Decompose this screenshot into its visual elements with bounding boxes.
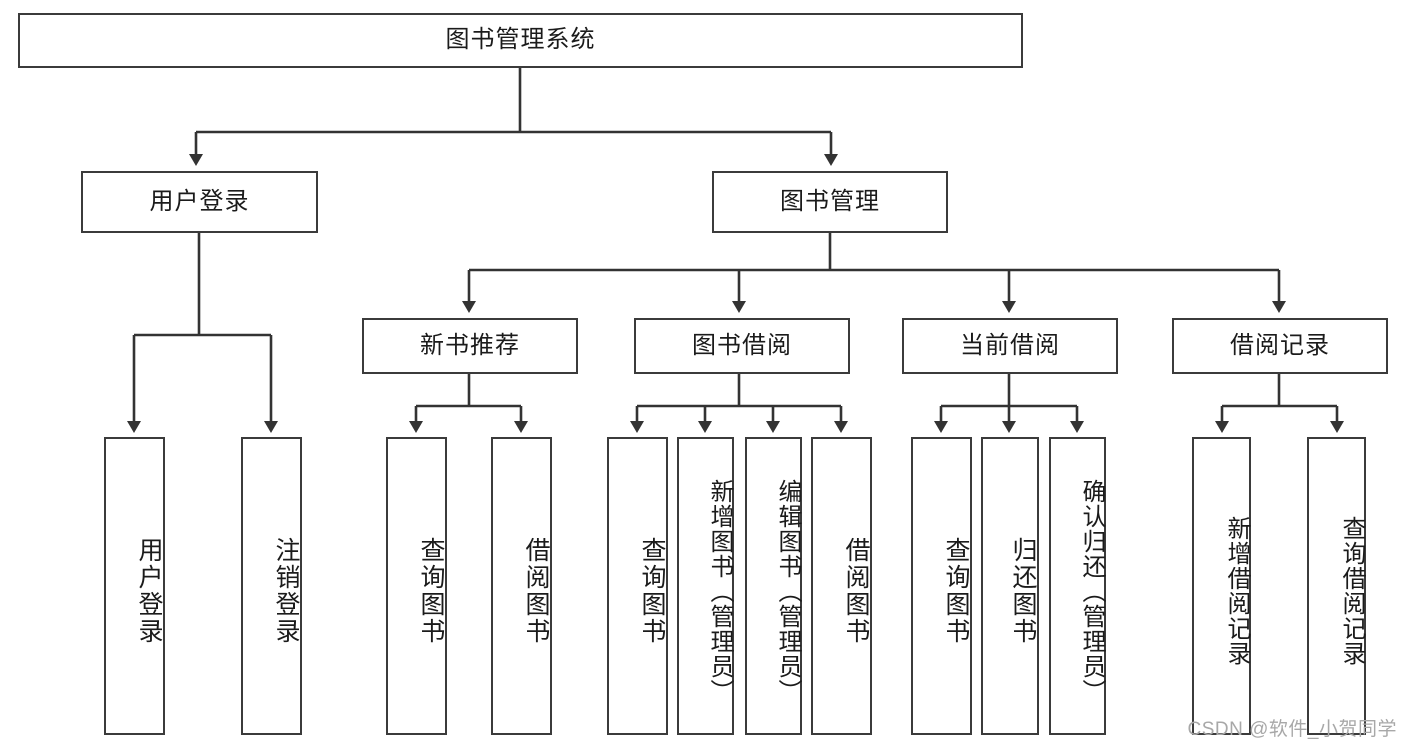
node-leaf-borrow-book-1-label: 借阅图书: [522, 537, 550, 645]
node-root[interactable]: 图书管理系统: [18, 13, 1023, 68]
node-leaf-add-book-admin-label: 新增图书（管理员）: [706, 478, 733, 704]
node-book-manage-label: 图书管理: [780, 187, 880, 215]
node-new-book-recommend[interactable]: 新书推荐: [362, 318, 578, 374]
node-root-label: 图书管理系统: [445, 26, 596, 54]
watermark: CSDN @软件_小贺同学: [1187, 719, 1397, 740]
node-leaf-add-book-admin[interactable]: 新增图书（管理员）: [677, 437, 734, 735]
node-leaf-add-borrow-record[interactable]: 新增借阅记录: [1192, 437, 1251, 735]
node-leaf-edit-book-admin-label: 编辑图书（管理员）: [774, 478, 801, 704]
node-leaf-logout-login-label: 注销登录: [272, 537, 300, 645]
node-new-book-recommend-label: 新书推荐: [420, 331, 520, 359]
node-user-login[interactable]: 用户登录: [81, 171, 318, 233]
node-book-borrow-label: 图书借阅: [692, 331, 792, 359]
node-leaf-query-book-3-label: 查询图书: [942, 537, 970, 645]
node-user-login-label: 用户登录: [149, 187, 250, 215]
node-borrow-record-label: 借阅记录: [1230, 331, 1330, 359]
node-leaf-return-book[interactable]: 归还图书: [981, 437, 1039, 735]
node-leaf-return-book-label: 归还图书: [1009, 537, 1037, 645]
node-leaf-borrow-book-2-label: 借阅图书: [842, 537, 870, 645]
node-leaf-query-book-2-label: 查询图书: [638, 537, 666, 645]
node-leaf-query-book-1-label: 查询图书: [417, 537, 445, 645]
node-leaf-query-book-3[interactable]: 查询图书: [911, 437, 972, 735]
node-leaf-confirm-return-admin[interactable]: 确认归还（管理员）: [1049, 437, 1106, 735]
node-leaf-confirm-return-admin-label: 确认归还（管理员）: [1078, 478, 1105, 704]
node-leaf-borrow-book-1[interactable]: 借阅图书: [491, 437, 552, 735]
node-leaf-edit-book-admin[interactable]: 编辑图书（管理员）: [745, 437, 802, 735]
node-book-borrow[interactable]: 图书借阅: [634, 318, 850, 374]
node-leaf-query-borrow-record-label: 查询借阅记录: [1338, 516, 1365, 666]
node-leaf-user-login-label: 用户登录: [135, 537, 163, 645]
node-leaf-user-login[interactable]: 用户登录: [104, 437, 165, 735]
node-leaf-add-borrow-record-label: 新增借阅记录: [1223, 516, 1250, 666]
node-leaf-query-borrow-record[interactable]: 查询借阅记录: [1307, 437, 1366, 735]
node-borrow-record[interactable]: 借阅记录: [1172, 318, 1388, 374]
node-leaf-logout-login[interactable]: 注销登录: [241, 437, 302, 735]
node-current-borrow-label: 当前借阅: [960, 331, 1060, 359]
node-leaf-borrow-book-2[interactable]: 借阅图书: [811, 437, 872, 735]
node-book-manage[interactable]: 图书管理: [712, 171, 948, 233]
node-leaf-query-book-2[interactable]: 查询图书: [607, 437, 668, 735]
node-leaf-query-book-1[interactable]: 查询图书: [386, 437, 447, 735]
node-current-borrow[interactable]: 当前借阅: [902, 318, 1118, 374]
